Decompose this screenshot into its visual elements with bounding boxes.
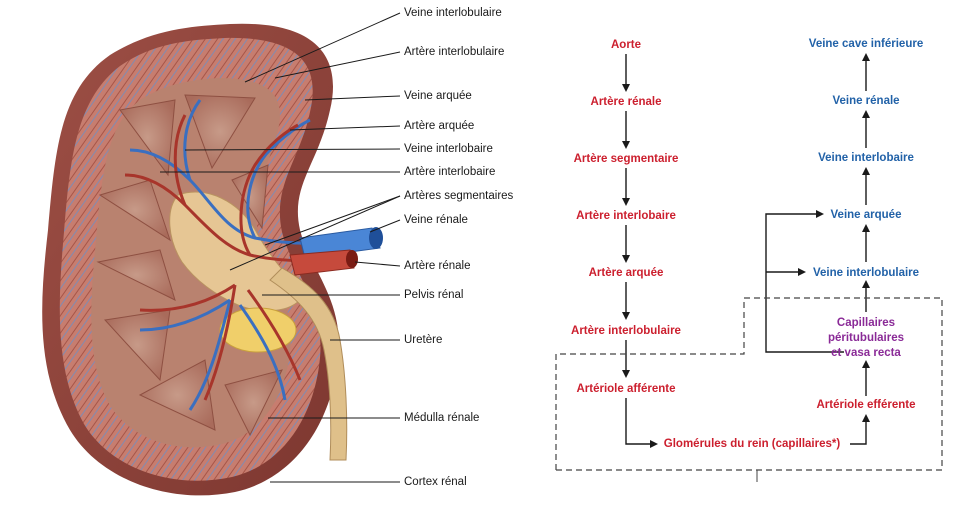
label-artere-renale: Artère rénale xyxy=(404,260,471,272)
node-veine-interlobaire: Veine interlobaire xyxy=(818,152,914,164)
label-veine-renale: Veine rénale xyxy=(404,214,468,226)
arteries xyxy=(124,114,351,401)
renal-vein-trunk xyxy=(299,227,381,259)
node-arteriole-efferente: Artériole efférente xyxy=(816,399,916,411)
flow-arrowheads xyxy=(622,53,870,448)
node-veine-interlobulaire: Veine interlobulaire xyxy=(812,267,920,279)
renal-vein-opening xyxy=(369,227,383,249)
node-arteriole-afferente: Artériole afférente xyxy=(576,383,676,395)
node-artere-arquee: Artère arquée xyxy=(588,267,664,279)
label-pelvis-renal: Pelvis rénal xyxy=(404,289,464,301)
node-artere-segmentaire: Artère segmentaire xyxy=(573,153,679,165)
node-artere-interlobaire: Artère interlobaire xyxy=(576,210,676,222)
label-arteres-segmentaires: Artères segmentaires xyxy=(404,190,514,202)
node-aorte: Aorte xyxy=(610,39,642,51)
node-capillaires-line3: et vasa recta xyxy=(831,347,901,359)
label-artere-interlobaire: Artère interlobaire xyxy=(404,166,496,178)
flow-arrows xyxy=(625,54,867,445)
label-veine-interlobaire: Veine interlobaire xyxy=(404,143,493,155)
label-cortex-renal: Cortex rénal xyxy=(404,476,467,488)
node-veine-arquee: Veine arquée xyxy=(830,209,902,221)
ureter-shape xyxy=(269,267,348,461)
label-medulla-renale: Médulla rénale xyxy=(404,412,480,424)
node-artere-interlobulaire: Artère interlobulaire xyxy=(571,325,681,337)
label-artere-arquee: Artère arquée xyxy=(404,120,475,132)
label-artere-interlobulaire: Artère interlobulaire xyxy=(404,46,505,58)
node-glomerules: Glomérules du rein (capillaires*) xyxy=(663,438,841,450)
label-veine-arquee: Veine arquée xyxy=(404,90,472,102)
node-capillaires-line2: péritubulaires xyxy=(827,332,905,344)
nephron-dashed-boundary xyxy=(555,297,943,471)
node-veine-renale: Veine rénale xyxy=(832,95,900,107)
node-veine-cave-inferieure: Veine cave inférieure xyxy=(808,38,924,50)
node-artere-renale: Artère rénale xyxy=(590,96,662,108)
label-leader-lines xyxy=(160,12,401,483)
node-capillaires-line1: Capillaires xyxy=(836,317,896,329)
kidney-illustration xyxy=(42,23,383,496)
renal-artery-opening xyxy=(346,250,358,268)
renal-pyramids xyxy=(96,94,283,437)
label-veine-interlobulaire: Veine interlobulaire xyxy=(404,7,502,19)
renal-artery-trunk xyxy=(289,249,355,276)
label-uretere: Uretère xyxy=(404,334,443,346)
